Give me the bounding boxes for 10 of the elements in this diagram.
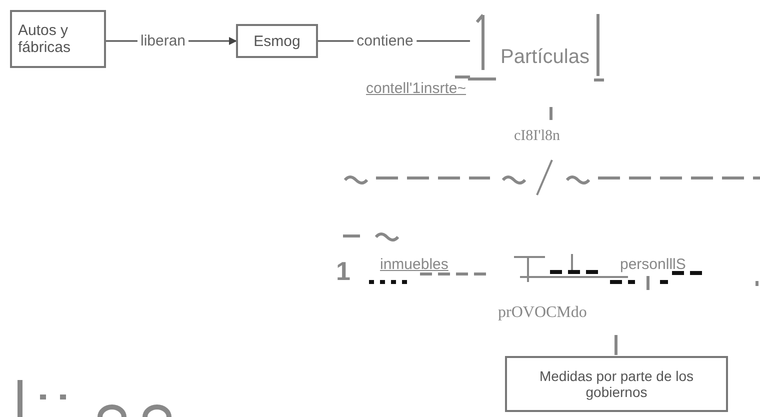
concept-box: Esmog <box>236 24 318 58</box>
scanned-text: inmuebles <box>380 256 448 273</box>
concept-box: Medidas por parte de los gobiernos <box>505 356 728 412</box>
scanned-text: personlllS <box>620 256 686 273</box>
scanned-text: cI8I'l8n <box>514 128 560 145</box>
source-box: Autos y fábricas <box>10 10 106 68</box>
scanned-text: contell'1insrte~ <box>366 80 466 97</box>
scanned-text: 1 <box>336 256 350 287</box>
concept-text: Partículas <box>470 14 600 80</box>
scanned-text: prOVOCMdo <box>498 304 587 322</box>
